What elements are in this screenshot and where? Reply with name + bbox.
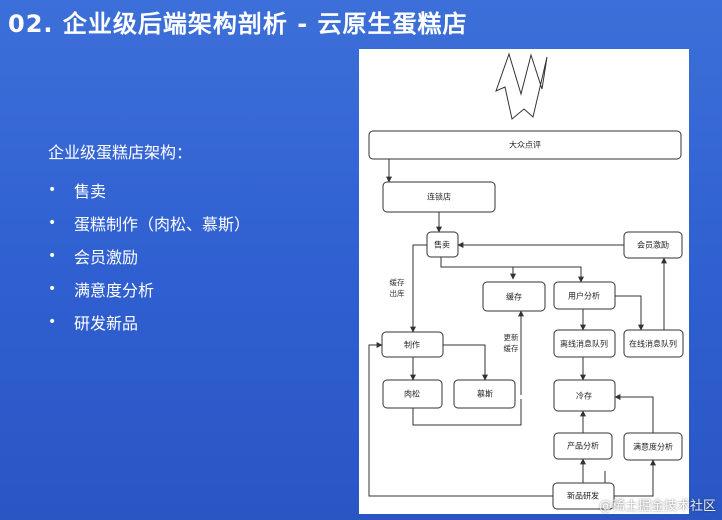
svg-text:制作: 制作 [404,340,420,350]
node-make: 制作 [381,331,444,358]
node-product-analysis: 产品分析 [553,432,613,460]
node-rousong: 肉松 [382,379,443,409]
node-user-analysis: 用户分析 [553,281,616,310]
bullet-icon: • [48,313,57,330]
edge [441,266,584,283]
list-item: • 满意度分析 [48,272,250,305]
svg-text:用户分析: 用户分析 [568,291,600,301]
node-dianping: 大众点评 [368,130,682,160]
edge-label: 更新 [504,332,519,342]
node-satisfaction: 满意度分析 [623,432,683,461]
feature-list: • 售卖 • 蛋糕制作（肉松、慕斯） • 会员激励 • 满意度分析 • 研发新品 [48,173,250,338]
architecture-heading: 企业级蛋糕店架构： [48,143,193,162]
watermark-text: @稀土掘金技术社区 [598,499,716,514]
svg-text:离线消息队列: 离线消息队列 [560,339,608,349]
node-cold-storage: 冷存 [553,379,616,412]
edge [368,342,553,497]
node-new-product: 新品研发 [552,482,615,510]
node-offline-queue: 离线消息队列 [553,329,616,358]
edge [614,394,654,433]
svg-text:大众点评: 大众点评 [509,140,541,150]
bullet-icon: • [48,214,57,231]
node-mousse: 慕斯 [453,379,516,409]
edge [615,295,644,331]
svg-text:会员激励: 会员激励 [637,240,669,250]
bullet-icon: • [48,280,57,297]
edge [440,257,516,280]
node-store: 连锁店 [382,181,496,213]
edge [412,399,522,426]
bullet-icon: • [48,181,57,198]
list-item-text: 研发新品 [74,313,139,333]
node-cache: 缓存 [482,281,546,312]
svg-text:缓存: 缓存 [506,292,522,302]
list-item-text: 蛋糕制作（肉松、慕斯） [74,214,251,234]
svg-text:慕斯: 慕斯 [477,389,493,399]
svg-text:产品分析: 产品分析 [567,441,599,451]
list-item: • 售卖 [48,173,250,206]
list-item: • 研发新品 [48,305,250,338]
node-online-queue: 在线消息队列 [623,329,684,358]
svg-text:满意度分析: 满意度分析 [633,442,673,452]
node-sell: 售卖 [426,231,459,258]
edge-label: 缓存 [504,343,519,353]
svg-text:新品研发: 新品研发 [567,491,599,501]
list-item-text: 售卖 [74,181,107,201]
list-item-text: 会员激励 [74,247,139,267]
svg-text:在线消息队列: 在线消息队列 [629,339,677,349]
edge [410,244,427,333]
edge-label: 缓存 [390,277,405,287]
edge [443,344,488,381]
svg-text:连锁店: 连锁店 [427,192,451,202]
svg-text:肉松: 肉松 [404,389,420,399]
edge [614,459,656,497]
edge-label: 出库 [390,288,405,298]
bullet-icon: • [48,247,57,264]
svg-text:售卖: 售卖 [434,240,450,250]
diagram-canvas: 缓存 出库 更新 缓存 大众点评 连锁店 售卖 会员激励 缓存 用户分析 [368,52,684,510]
architecture-diagram: 缓存 出库 更新 缓存 大众点评 连锁店 售卖 会员激励 缓存 用户分析 [359,49,689,514]
node-member: 会员激励 [623,231,683,259]
entry-arrow-icon [495,52,548,120]
list-item: • 蛋糕制作（肉松、慕斯） [48,206,250,239]
list-item: • 会员激励 [48,239,250,272]
slide-title: 02. 企业级后端架构剖析 - 云原生蛋糕店 [8,10,468,38]
svg-text:冷存: 冷存 [576,391,592,401]
list-item-text: 满意度分析 [74,280,155,300]
